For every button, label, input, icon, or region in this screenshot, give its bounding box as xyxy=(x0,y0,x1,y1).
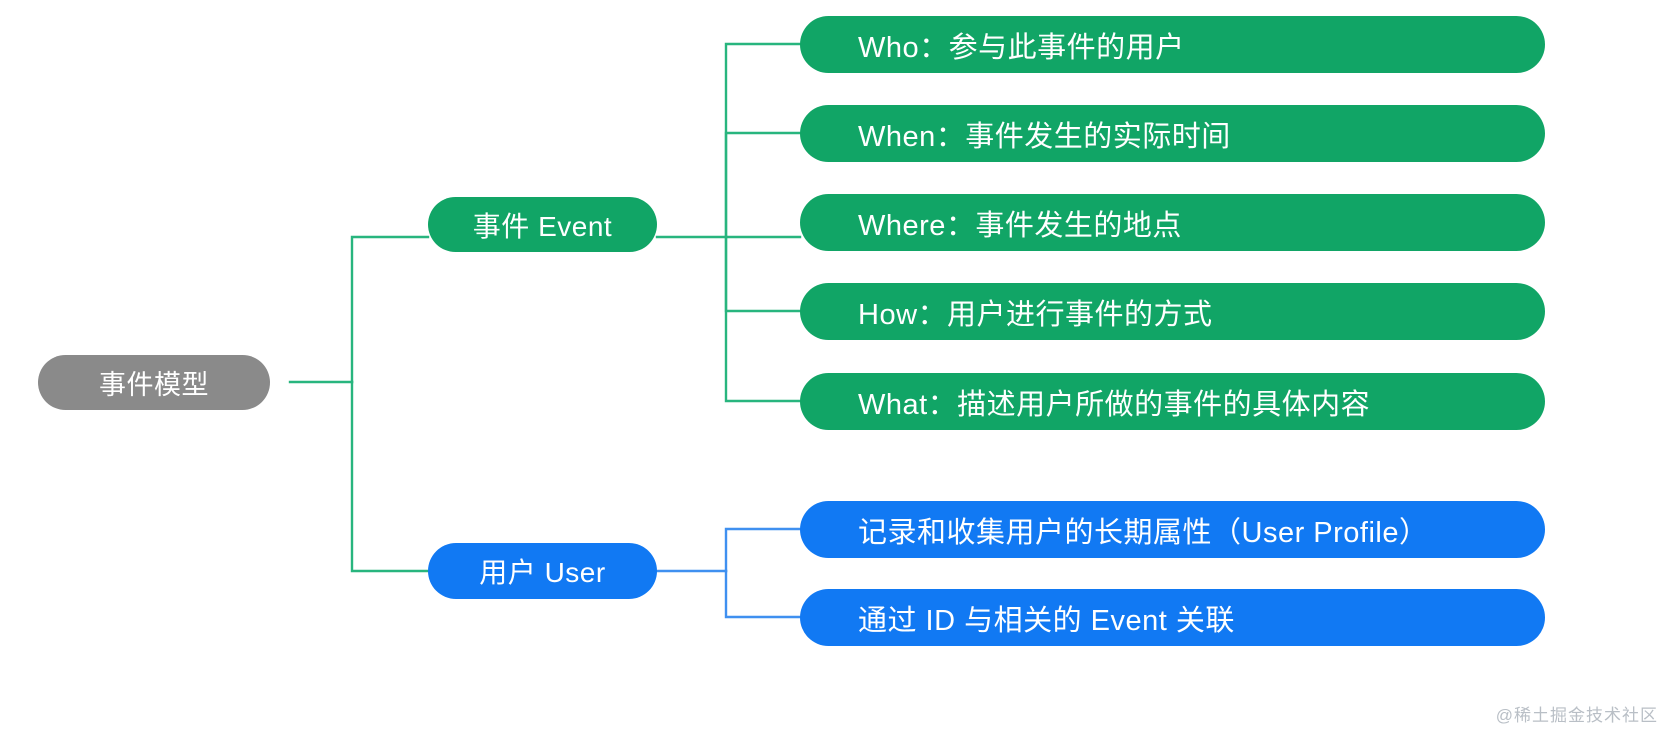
root-node-event-model[interactable]: 事件模型 xyxy=(38,355,270,410)
leaf-node-where[interactable]: Where：事件发生的地点 xyxy=(800,194,1545,251)
wire-root-to-event xyxy=(350,235,430,384)
watermark: @稀土掘金技术社区 xyxy=(1495,706,1658,725)
wire-root-to-user xyxy=(350,380,430,573)
leaf-node-what[interactable]: What：描述用户所做的事件的具体内容 xyxy=(800,373,1545,430)
leaf-node-where-label: Where：事件发生的地点 xyxy=(858,209,1182,242)
leaf-node-when[interactable]: When：事件发生的实际时间 xyxy=(800,105,1545,162)
leaf-node-user-id-link[interactable]: 通过 ID 与相关的 Event 关联 xyxy=(800,589,1545,646)
branch-node-user[interactable]: 用户 User xyxy=(428,543,657,599)
branch-node-event-label: 事件 Event xyxy=(472,210,613,242)
leaf-node-user-profile-label: 记录和收集用户的长期属性（User Profile） xyxy=(858,516,1429,549)
branch-node-event[interactable]: 事件 Event xyxy=(428,197,657,252)
leaf-node-user-profile[interactable]: 记录和收集用户的长期属性（User Profile） xyxy=(800,501,1545,558)
branch-node-user-label: 用户 User xyxy=(479,557,606,588)
leaf-node-when-label: When：事件发生的实际时间 xyxy=(858,120,1231,153)
leaf-node-who-label: Who：参与此事件的用户 xyxy=(858,31,1185,64)
leaf-node-how[interactable]: How：用户进行事件的方式 xyxy=(800,283,1545,340)
wire-user-to-id xyxy=(724,569,802,619)
leaf-node-user-id-link-label: 通过 ID 与相关的 Event 关联 xyxy=(858,604,1235,637)
wire-event-to-who xyxy=(724,42,802,239)
leaf-node-what-label: What：描述用户所做的事件的具体内容 xyxy=(858,388,1371,421)
leaf-node-how-label: How：用户进行事件的方式 xyxy=(858,298,1213,331)
wire-user-to-profile xyxy=(724,527,802,573)
wire-event-to-when xyxy=(724,131,802,239)
leaf-node-who[interactable]: Who：参与此事件的用户 xyxy=(800,16,1545,73)
wire-event-to-how xyxy=(724,235,802,313)
wire-event-to-what xyxy=(724,235,802,403)
root-node-label: 事件模型 xyxy=(99,370,209,400)
